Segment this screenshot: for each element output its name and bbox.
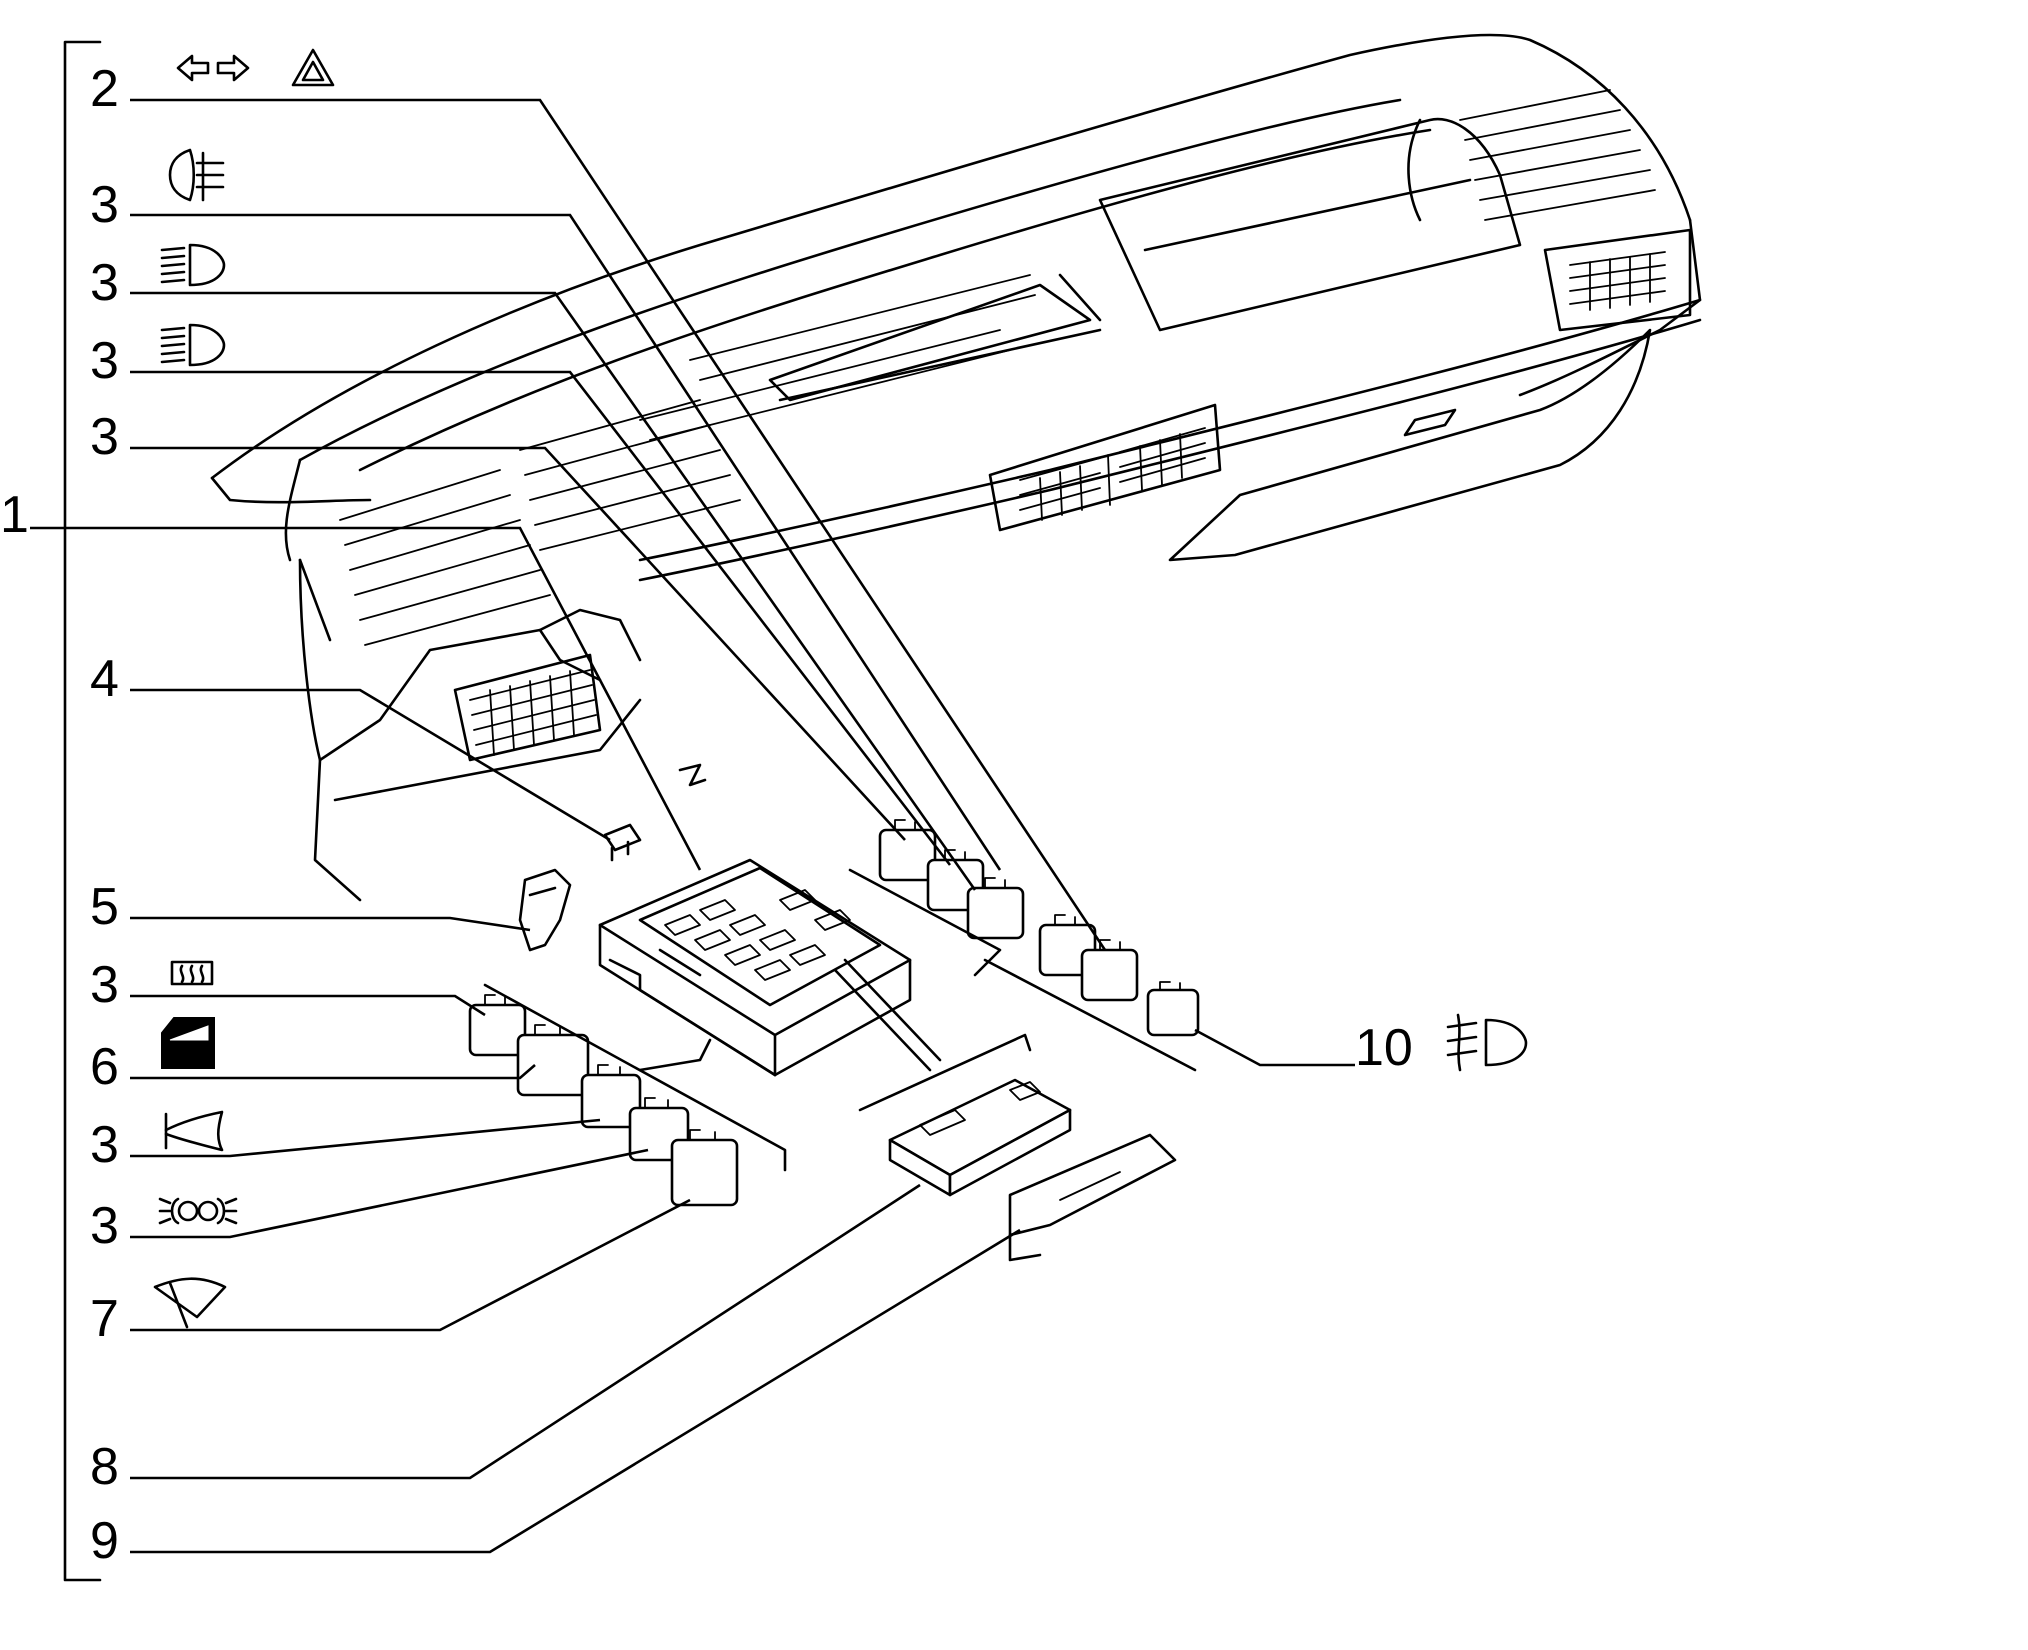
side-lights-icon <box>158 1197 238 1225</box>
callout-number: 6 <box>90 1038 119 1096</box>
horn-icon <box>164 1110 224 1152</box>
callout-number: 3 <box>90 408 119 466</box>
callout-number: 5 <box>90 878 119 936</box>
connector-block-part <box>833 958 1072 1197</box>
callout-number: 9 <box>90 1512 119 1570</box>
high-beam-icon <box>160 243 226 287</box>
callout-number: 3 <box>90 254 119 312</box>
dashboard-drawing <box>210 33 1702 902</box>
power-window-icon <box>161 1017 215 1069</box>
leader-lines <box>30 98 1355 1554</box>
callout-number: 7 <box>90 1290 119 1348</box>
callout-number: 3 <box>90 1116 119 1174</box>
windscreen-wiper-icon <box>153 1277 227 1329</box>
callout-number: 1 <box>0 486 29 544</box>
callout-number: 3 <box>90 176 119 234</box>
callout-number: 3 <box>90 1197 119 1255</box>
callout-labels: 2 3 3 3 3 1 4 5 3 6 3 3 7 8 9 10 <box>0 60 1413 1570</box>
fuse-box-part <box>598 858 912 1077</box>
callout-number: 3 <box>90 332 119 390</box>
parts <box>468 819 1200 1262</box>
cover-plate-part <box>1008 1133 1177 1262</box>
front-fog-light-icon <box>1446 1013 1528 1072</box>
group-bracket <box>63 40 102 1582</box>
relay-row-upper <box>878 819 1200 1037</box>
high-beam-icon <box>160 323 226 367</box>
bracket-part <box>518 868 572 952</box>
rear-fog-light-icon <box>168 148 225 202</box>
callout-number: 2 <box>90 60 119 118</box>
callout-number: 4 <box>90 650 119 708</box>
callout-number: 8 <box>90 1438 119 1496</box>
rear-window-defrost-icon <box>170 960 214 986</box>
callout-number: 10 <box>1355 1019 1413 1077</box>
fuse-part <box>603 823 642 862</box>
callout-number: 3 <box>90 956 119 1014</box>
relay-group-lower <box>468 994 739 1207</box>
hazard-turn-signal-icon <box>176 48 335 87</box>
